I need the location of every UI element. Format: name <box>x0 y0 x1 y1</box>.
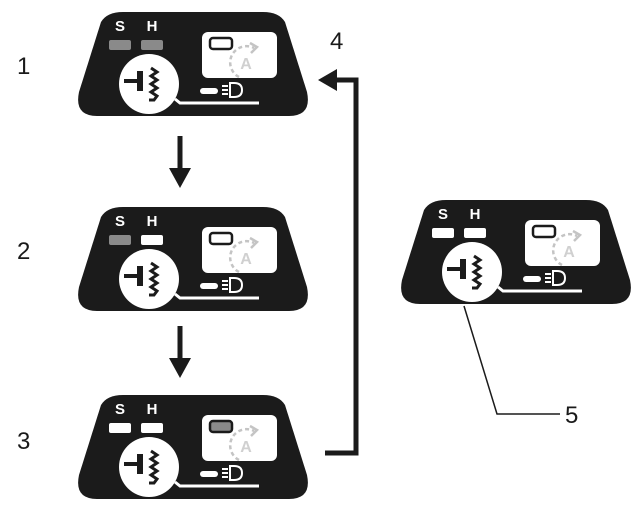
panel-3: S H A <box>76 393 310 501</box>
s-lamp <box>109 40 131 50</box>
h-lamp <box>141 235 163 245</box>
auto-label: A <box>240 56 252 73</box>
panel-2: S H A <box>76 205 310 313</box>
panel-1: S H A <box>76 10 310 118</box>
callout-step-3: 3 <box>17 428 31 455</box>
callout-button-pointer: 5 <box>565 402 579 429</box>
down-arrow-icon <box>169 326 191 378</box>
callout-return-arrow: 4 <box>330 28 344 55</box>
down-arrow-icon <box>169 136 191 188</box>
auto-label: A <box>563 244 575 261</box>
auto-lamp <box>208 231 234 246</box>
h-lamp <box>464 228 486 238</box>
h-lamp <box>141 423 163 433</box>
auto-mode-rotate-icon <box>228 239 255 274</box>
s-lamp <box>109 423 131 433</box>
auto-mode-rotate-icon <box>551 232 578 267</box>
callout-step-1: 1 <box>17 53 31 80</box>
h-label: H <box>147 213 158 230</box>
callout-step-2: 2 <box>17 238 31 265</box>
panel-reference: S H A <box>399 198 633 306</box>
callout-5-leader <box>463 305 560 415</box>
auto-label: A <box>240 251 252 268</box>
auto-lamp <box>208 419 234 434</box>
s-label: S <box>115 401 125 418</box>
auto-label: A <box>240 439 252 456</box>
auto-lamp <box>208 36 234 51</box>
h-label: H <box>147 18 158 35</box>
auto-mode-rotate-icon <box>228 44 255 79</box>
s-label: S <box>115 213 125 230</box>
s-label: S <box>438 206 448 223</box>
h-label: H <box>147 401 158 418</box>
s-lamp <box>109 235 131 245</box>
auto-mode-rotate-icon <box>228 427 255 462</box>
return-arrow-icon <box>318 69 359 456</box>
h-lamp <box>141 40 163 50</box>
auto-lamp <box>531 224 557 239</box>
s-lamp <box>432 228 454 238</box>
s-label: S <box>115 18 125 35</box>
h-label: H <box>470 206 481 223</box>
